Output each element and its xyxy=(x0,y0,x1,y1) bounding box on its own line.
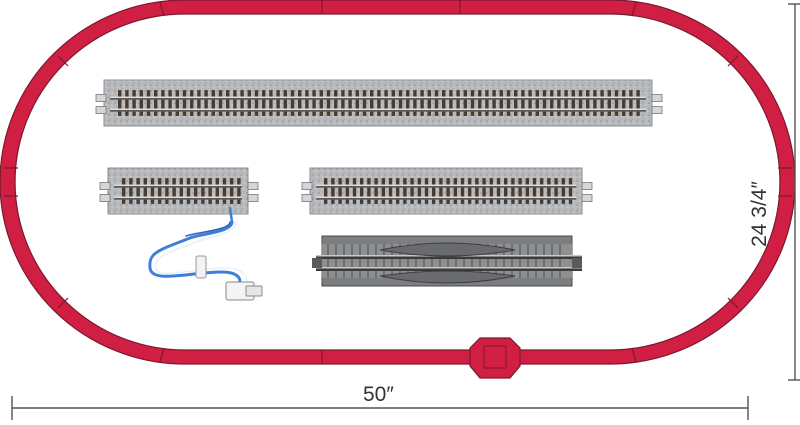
oval-loop-track xyxy=(0,0,796,379)
long-straight-track xyxy=(95,79,663,127)
track-rails xyxy=(110,96,646,112)
height-dimension-label: 24 3/4″ xyxy=(748,181,771,247)
track-joiners xyxy=(301,182,593,202)
track-ties xyxy=(324,178,573,204)
short-straight-track xyxy=(99,167,259,215)
track-ties xyxy=(118,90,640,116)
uncoupler-track xyxy=(312,235,582,287)
track-joiners xyxy=(95,94,663,114)
track-rails xyxy=(114,184,242,200)
loop-track-band xyxy=(0,0,796,365)
track-joiners xyxy=(99,182,259,202)
loop-segment-joints xyxy=(4,0,792,364)
feeder-track-joiner xyxy=(469,337,521,379)
width-dimension-label: 50″ xyxy=(363,383,394,406)
track-ties xyxy=(122,178,241,204)
width-dimension-line xyxy=(11,396,749,420)
height-dimension-line xyxy=(788,3,800,381)
track-rails xyxy=(316,184,576,200)
medium-straight-track xyxy=(301,167,593,215)
feeder-cable xyxy=(148,206,263,301)
feeder-cable-clip xyxy=(195,255,207,279)
